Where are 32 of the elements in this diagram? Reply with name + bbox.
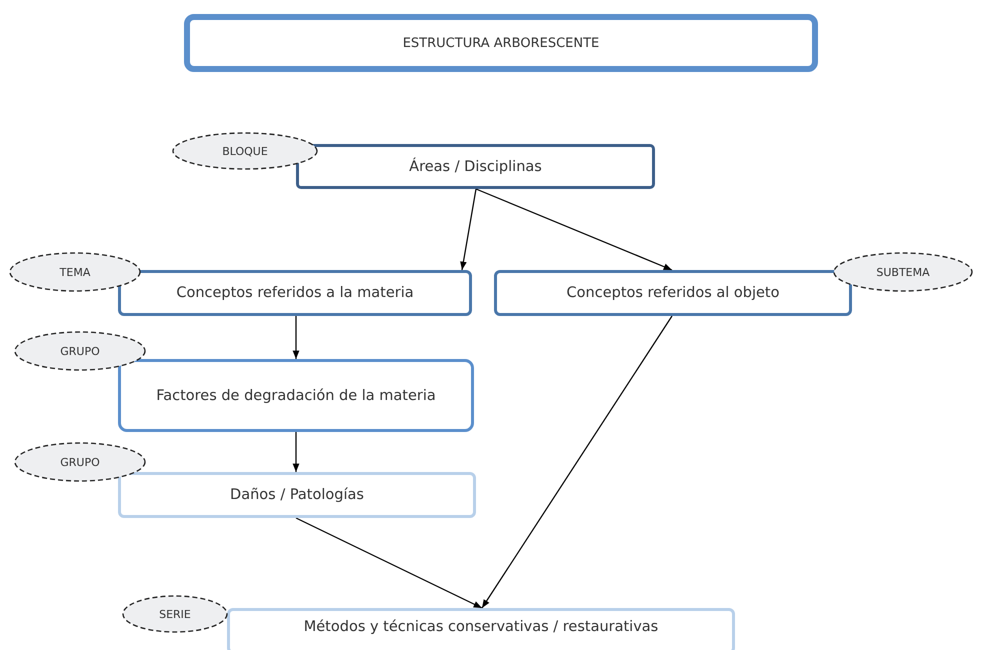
- level-label: GRUPO: [60, 456, 100, 468]
- concept-box: [227, 608, 735, 650]
- concept-box: [494, 270, 852, 316]
- level-label: GRUPO: [60, 344, 100, 358]
- level-ellipse: [833, 252, 973, 292]
- concept-box: [118, 472, 476, 518]
- arrow: [476, 188, 672, 271]
- level-ellipse: [14, 331, 146, 371]
- level-ellipse: [9, 252, 141, 292]
- arrow: [296, 517, 482, 609]
- level-label: SUBTEMA: [876, 266, 930, 278]
- arrow: [460, 188, 477, 270]
- title-text: ESTRUCTURA ARBORESCENTE: [402, 36, 600, 50]
- concept-box: [296, 144, 655, 189]
- arrow: [482, 316, 672, 608]
- level-label: BLOQUE: [222, 144, 268, 158]
- level-ellipse: [122, 595, 228, 633]
- node-label: Áreas / Disciplinas: [409, 158, 542, 174]
- level-ellipse: [172, 132, 318, 170]
- node-label: Métodos y técnicas conservativas / restaurativas: [304, 619, 658, 635]
- level-label: TEMA: [60, 266, 90, 278]
- concept-box: [118, 359, 474, 432]
- level-ellipse: [14, 442, 146, 482]
- node-label: Factores de degradación de la materia: [156, 388, 436, 404]
- node-label: Daños / Patologías: [230, 487, 364, 503]
- node-label: Conceptos referidos a la materia: [176, 285, 414, 301]
- level-label: SERIE: [159, 608, 191, 620]
- arrow: [292, 432, 300, 472]
- arrow: [292, 316, 300, 359]
- node-label: Conceptos referidos al objeto: [566, 285, 780, 301]
- concept-box: [118, 270, 472, 316]
- title-box: [184, 14, 818, 72]
